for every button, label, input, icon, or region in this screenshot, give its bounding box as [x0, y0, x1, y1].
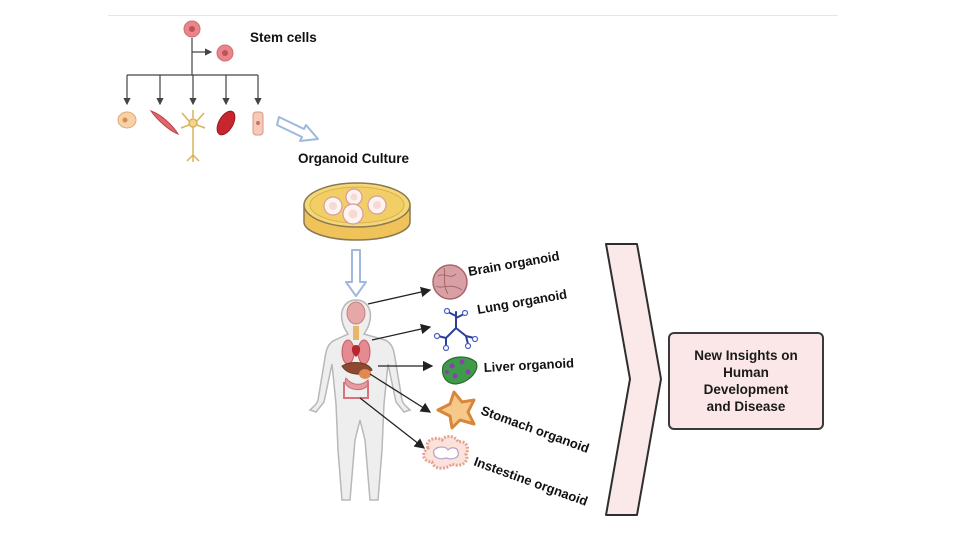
brain-organoid-label: Brain organoid [467, 248, 561, 279]
muscle-cell-icon [149, 110, 180, 135]
organoid-culture-label: Organoid Culture [298, 151, 409, 166]
lung-organoid-icon [433, 307, 479, 352]
stem-cells-label: Stem cells [250, 30, 317, 45]
stomach-organoid-icon [436, 390, 476, 430]
intestine-organoid-label: Instestine orgnaoid [472, 454, 590, 509]
neuron-icon [180, 110, 206, 162]
intestine-organoid-icon [422, 434, 470, 470]
summary-chevron [605, 243, 662, 516]
brain-organoid-icon [432, 264, 468, 300]
top-divider [108, 15, 838, 16]
insights-text: New Insights on Human Development and Di… [694, 348, 798, 414]
stomach-organoid-label: Stomach organoid [479, 403, 591, 456]
liver-organoid-icon [441, 356, 478, 385]
red-blood-cell-icon [216, 110, 236, 136]
stem-cell-tree [117, 20, 264, 162]
human-body-icon [308, 299, 412, 501]
petri-dish-icon [303, 182, 411, 241]
flow-arrow-to-culture [276, 116, 319, 142]
flow-arrow-to-body [345, 249, 367, 297]
insights-box: New Insights on Human Development and Di… [668, 332, 824, 430]
organ-pointer-arrows [359, 286, 434, 449]
liver-organoid-label: Liver organoid [483, 355, 574, 375]
lung-organoid-label: Lung organoid [476, 286, 568, 317]
